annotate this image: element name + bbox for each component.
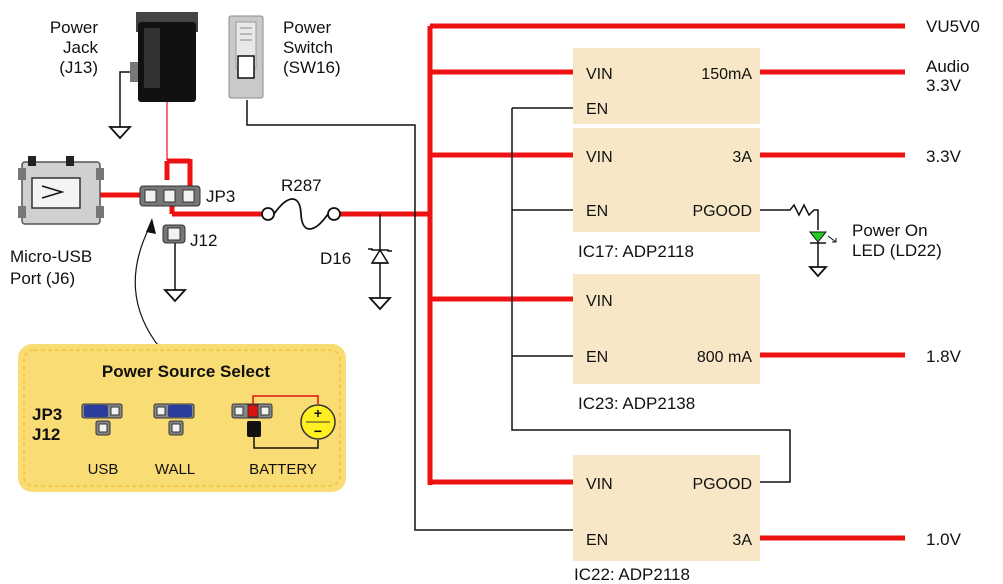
ground-icon <box>162 289 188 303</box>
r287-fuse <box>261 198 341 230</box>
option-battery-label: BATTERY <box>249 461 317 478</box>
jp3-label: JP3 <box>206 187 235 206</box>
audio-ldo-en: EN <box>586 101 608 118</box>
option-usb-label: USB <box>88 461 119 478</box>
ic22-out: 3A <box>732 532 752 549</box>
r287-label: R287 <box>281 176 322 195</box>
j12-header <box>162 224 186 244</box>
output-1v8: 1.8V <box>926 347 962 366</box>
output-1v0: 1.0V <box>926 530 962 549</box>
battery-minus: − <box>314 423 322 439</box>
power-switch <box>228 15 264 99</box>
label-line: Switch <box>283 38 333 57</box>
micro-usb-port <box>18 156 104 225</box>
label-line: Micro-USB <box>10 247 92 266</box>
power-rails <box>98 23 905 541</box>
panel-row-jp3: JP3 <box>32 405 62 424</box>
label-line: 3.3V <box>926 76 962 95</box>
output-vu5v0: VU5V0 <box>926 17 980 36</box>
panel-row-j12: J12 <box>32 425 60 444</box>
ground-symbols <box>107 126 829 311</box>
enable-bus <box>511 108 791 483</box>
selector-arrow <box>134 225 161 349</box>
ic17-en: EN <box>586 203 608 220</box>
panel-title: Power Source Select <box>102 362 271 381</box>
label-line: (SW16) <box>283 58 341 77</box>
ic22-box <box>573 455 760 561</box>
micro-usb-label: Micro-USB Port (J6) <box>10 247 92 288</box>
ic22-caption: IC22: ADP2118 <box>574 565 690 584</box>
power-led <box>808 231 837 244</box>
audio-ldo-vin: VIN <box>586 66 613 83</box>
battery-plus: + <box>314 405 322 421</box>
power-jack <box>130 12 198 102</box>
switch-to-ic22-en <box>246 100 573 531</box>
ground-icon <box>367 297 393 311</box>
label-line: Power <box>283 18 332 37</box>
label-line: Audio <box>926 57 969 76</box>
pgood-led-wire <box>760 203 819 230</box>
battery-icon <box>300 404 336 440</box>
ic22-en: EN <box>586 532 608 549</box>
ic23-en: EN <box>586 349 608 366</box>
audio-ldo-box <box>573 48 760 124</box>
ic22-vin: VIN <box>586 476 613 493</box>
label-line: LED (LD22) <box>852 241 942 260</box>
label-line: Power On <box>852 221 928 240</box>
ground-icon <box>107 126 133 140</box>
ic17-vin: VIN <box>586 149 613 166</box>
ic17-pgood: PGOOD <box>692 203 752 220</box>
option-wall-label: WALL <box>155 461 195 478</box>
ic17-out: 3A <box>732 149 752 166</box>
arrow-head-icon <box>146 218 156 234</box>
ic17-box <box>573 128 760 232</box>
wall-option-jumper <box>153 403 195 436</box>
regulator-boxes <box>573 48 760 561</box>
ic23-box <box>573 274 760 384</box>
ground-icon <box>807 266 829 278</box>
jp3-header <box>139 185 201 207</box>
audio-ldo-out: 150mA <box>701 66 752 83</box>
d16-diode <box>368 248 392 264</box>
ic17-caption: IC17: ADP2118 <box>578 242 694 261</box>
label-line: Power <box>50 18 99 37</box>
ic23-vin: VIN <box>586 293 613 310</box>
usb-option-jumper <box>81 403 123 436</box>
ic22-pgood: PGOOD <box>692 476 752 493</box>
ic23-caption: IC23: ADP2138 <box>578 394 695 413</box>
ic23-out: 800 mA <box>697 349 752 366</box>
label-line: Jack <box>63 38 98 57</box>
output-3v3: 3.3V <box>926 147 962 166</box>
label-line: (J13) <box>59 58 98 77</box>
label-line: Port (J6) <box>10 269 75 288</box>
j12-label: J12 <box>190 231 217 250</box>
battery-option-jumper <box>231 395 319 449</box>
d16-label: D16 <box>320 249 351 268</box>
